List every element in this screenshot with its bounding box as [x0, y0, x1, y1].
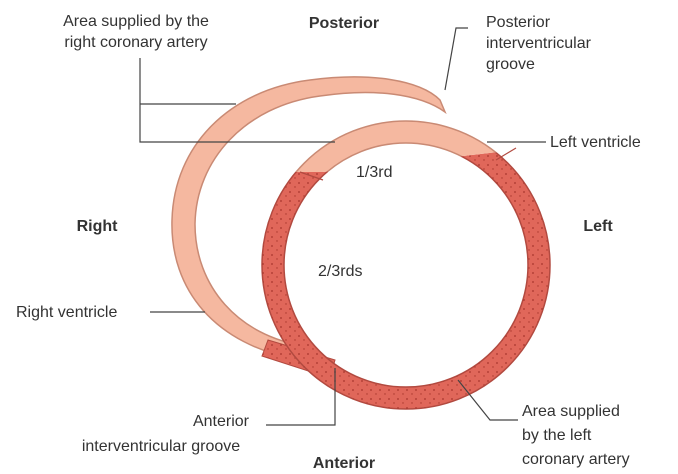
boundary-right	[496, 148, 516, 160]
orientation-anterior: Anterior	[313, 455, 375, 472]
orientation-left: Left	[583, 218, 613, 235]
label-area-left-coronary-2: by the left	[522, 427, 592, 444]
orientation-right: Right	[77, 218, 119, 235]
leader-posterior-groove	[445, 28, 468, 90]
label-anterior-groove-2: interventricular groove	[82, 438, 240, 455]
label-right-ventricle: Right ventricle	[16, 304, 117, 321]
orientation-posterior: Posterior	[309, 15, 379, 32]
right-ventricle-wall	[172, 77, 445, 360]
label-area-left-coronary-3: coronary artery	[522, 451, 630, 468]
label-posterior-groove-1: Posterior	[486, 14, 551, 31]
label-posterior-groove-3: groove	[486, 56, 535, 73]
label-anterior-groove-1: Anterior	[193, 413, 250, 430]
label-left-ventricle: Left ventricle	[550, 134, 641, 151]
label-two-thirds: 2/3rds	[318, 263, 362, 280]
label-one-third: 1/3rd	[356, 164, 392, 181]
label-area-right-coronary-2: right coronary artery	[64, 34, 207, 51]
label-area-right-coronary-1: Area supplied by the	[63, 13, 209, 30]
label-area-left-coronary-1: Area supplied	[522, 403, 620, 420]
label-posterior-groove-2: interventricular	[486, 35, 592, 52]
